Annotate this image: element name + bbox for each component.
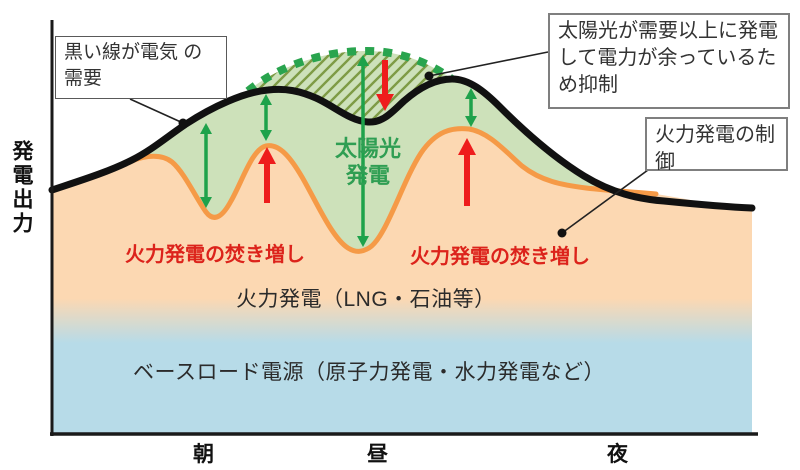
thermal-control-callout: 火力発電の制御 [645,117,788,173]
x-axis-label-night: 夜 [607,443,628,466]
thermal-boost-label-right: 火力発電の焚き増し [410,246,590,268]
thermal-boost-arrow-right [458,138,476,206]
curtailment-callout-dot [424,71,434,81]
demand-curve [48,75,756,212]
solar-span-arrow-1 [200,123,212,208]
demand-callout: 黒い線が電気 の需要 [55,36,227,99]
thermal-output-curve [129,126,659,254]
x-axis-label-morning: 朝 [193,443,214,466]
solar-potential-dashed-curve [245,46,455,95]
y-axis-label: 発電出力 [10,140,33,236]
demand-callout-leader [129,98,184,124]
thermal-control-callout-dot [557,228,567,238]
thermal-boost-label-left: 火力発電の焚き増し [125,244,305,266]
curtailment-callout: 太陽光が需要以上に発電して電力が余っているため抑制 [548,13,790,109]
baseload-band-label: ベースロード電源（原子力発電・水力発電など） [133,361,605,384]
solar-span-arrow-3 [465,88,477,127]
thermal-control-callout-leader [561,169,649,234]
curtailed-solar-hatch [248,50,452,123]
thermal-baseload-area [52,128,752,434]
thermal-band-label: 火力発電（LNG・石油等） [236,288,496,311]
curtailment-callout-leader [428,51,549,77]
x-axis-label-noon: 昼 [367,443,388,466]
solar-generation-label: 太陽光 発電 [334,136,401,188]
thermal-boost-arrow-left [258,147,276,203]
solar-span-arrow-2 [260,94,272,141]
demand-callout-dot [178,118,188,128]
curtailment-arrow-down [376,60,394,111]
solar-span-arrow-center [357,55,369,247]
